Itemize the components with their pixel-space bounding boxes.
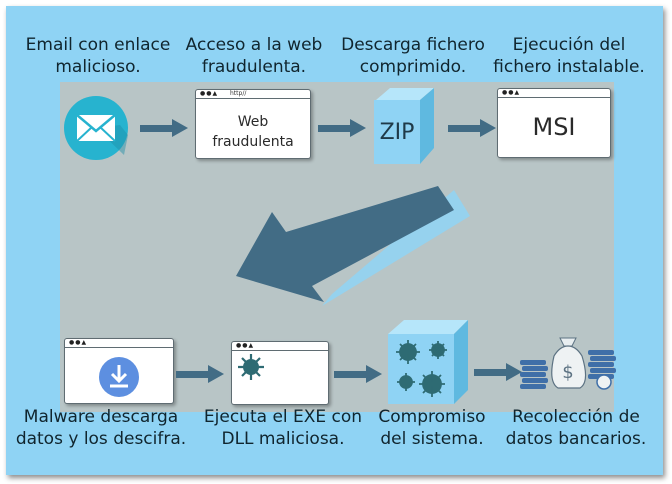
web-window-text-line2: fraudulenta bbox=[212, 134, 294, 150]
window-controls-icon: ●●▲ bbox=[200, 90, 219, 97]
download-window-titlebar: ●●▲ bbox=[65, 339, 173, 348]
web-window-text-line1: Web bbox=[237, 114, 269, 130]
arrow-email-to-web bbox=[140, 119, 188, 137]
step-5-label: Malware descarga datos y los descifra. bbox=[10, 406, 192, 450]
big-return-arrow bbox=[236, 186, 470, 306]
step-1-label-line1: Email con enlace bbox=[25, 35, 171, 55]
zip-cube-icon bbox=[374, 88, 434, 164]
exe-window-titlebar: ●●▲ bbox=[232, 342, 328, 351]
window-controls-icon: ●●▲ bbox=[236, 342, 255, 349]
download-window-icon: ●●▲ bbox=[64, 338, 174, 404]
browser-window-titlebar: ●●▲ http// bbox=[196, 90, 310, 99]
arrow-zip-to-msi bbox=[448, 119, 496, 137]
step-8-label-line1: Recolección de bbox=[512, 407, 640, 427]
zip-cube-text: ZIP bbox=[379, 120, 415, 145]
step-4-label: Ejecución del fichero instalable. bbox=[484, 34, 654, 78]
step-8-label: Recolección de datos bancarios. bbox=[496, 406, 656, 450]
step-7-label: Compromiso del sistema. bbox=[366, 406, 498, 450]
infected-cube-icon bbox=[388, 320, 468, 404]
step-1-label-line2: malicioso. bbox=[55, 57, 141, 77]
browser-url: http// bbox=[230, 90, 247, 97]
step-3-label-line2: comprimido. bbox=[359, 57, 467, 77]
step-1-label: Email con enlace malicioso. bbox=[20, 34, 176, 78]
browser-window-icon: ●●▲ http// Web fraudulenta bbox=[195, 89, 311, 159]
arrow-system-to-bank bbox=[474, 363, 522, 381]
arrow-web-to-zip bbox=[318, 119, 366, 137]
window-controls-icon: ●●▲ bbox=[502, 89, 521, 96]
step-3-label: Descarga fichero comprimido. bbox=[334, 34, 492, 78]
msi-window-text: MSI bbox=[532, 113, 576, 141]
step-2-label: Acceso a la web fraudulenta. bbox=[178, 34, 330, 78]
step-4-label-line2: fichero instalable. bbox=[493, 57, 645, 77]
step-4-label-line1: Ejecución del bbox=[512, 35, 626, 55]
step-5-label-line2: datos y los descifra. bbox=[15, 429, 187, 449]
envelope-icon bbox=[64, 96, 128, 160]
step-8-label-line2: datos bancarios. bbox=[505, 429, 647, 449]
step-6-label-line1: Ejecuta el EXE con bbox=[203, 407, 363, 427]
step-7-label-line1: Compromiso bbox=[378, 407, 486, 427]
virus-icon bbox=[238, 354, 264, 380]
arrow-download-to-exe bbox=[176, 365, 224, 383]
step-3-label-line1: Descarga fichero bbox=[341, 35, 485, 55]
step-6-label-line2: DLL maliciosa. bbox=[221, 429, 345, 449]
download-icon bbox=[99, 357, 139, 397]
step-7-label-line2: del sistema. bbox=[380, 429, 484, 449]
msi-window-icon: ●●▲ MSI bbox=[497, 88, 611, 158]
step-2-label-line2: fraudulenta. bbox=[201, 57, 307, 77]
window-controls-icon: ●●▲ bbox=[69, 339, 88, 346]
svg-text:$: $ bbox=[562, 362, 573, 383]
exe-window-icon: ●●▲ bbox=[231, 341, 329, 405]
money-bag-icon: $ bbox=[520, 337, 616, 390]
msi-window-titlebar: ●●▲ bbox=[498, 89, 610, 98]
arrow-exe-to-system bbox=[334, 365, 382, 383]
step-2-label-line1: Acceso a la web bbox=[185, 35, 323, 55]
step-5-label-line1: Malware descarga bbox=[23, 407, 179, 427]
step-6-label: Ejecuta el EXE con DLL maliciosa. bbox=[194, 406, 372, 450]
